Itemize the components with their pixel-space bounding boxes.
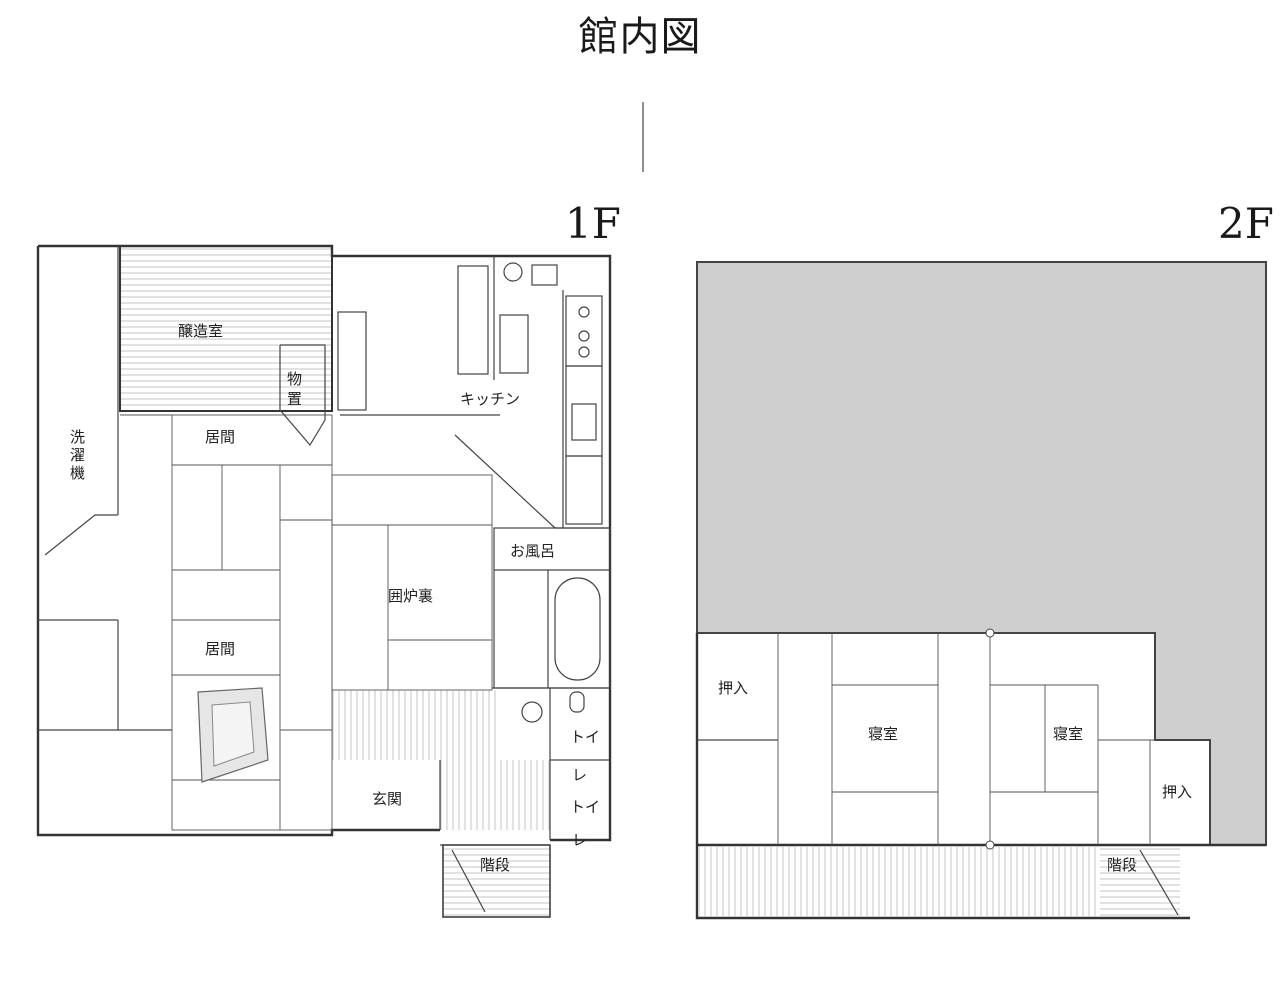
- room-stairs-2f: 階段: [1107, 856, 1137, 874]
- room-living-1: 居間: [205, 428, 235, 446]
- floor-1-plan: 1F: [36, 199, 621, 918]
- entrance-floor-lower: [440, 760, 550, 830]
- room-toilet-1b: レ: [572, 766, 587, 784]
- stairs-2f: [1100, 847, 1180, 916]
- room-bath: お風呂: [510, 542, 555, 560]
- room-toilet-2a: トイ: [570, 798, 600, 816]
- bathtub: [554, 577, 601, 681]
- room-bedroom-1: 寝室: [868, 725, 898, 743]
- floor-2-label: 2F: [1218, 199, 1274, 248]
- room-living-2: 居間: [205, 640, 235, 658]
- room-storage-1: 物: [287, 370, 302, 388]
- stairs-1f: [442, 844, 551, 918]
- entrance-floor: [332, 690, 497, 760]
- page-title: 館内図: [578, 14, 702, 60]
- brewery-room: [119, 245, 333, 412]
- room-stairs-1f: 階段: [480, 856, 510, 874]
- room-bedroom-2: 寝室: [1053, 725, 1083, 743]
- room-storage-2: 置: [287, 390, 302, 408]
- room-entrance: 玄関: [372, 790, 402, 808]
- room-irori: 囲炉裏: [388, 587, 433, 605]
- room-toilet-2b: レ: [572, 831, 587, 849]
- floor-2-plan: 2F 押入 寝室 寝室 押入 階段: [695, 199, 1274, 920]
- room-closet-1: 押入: [718, 679, 748, 697]
- room-closet-2: 押入: [1162, 783, 1192, 801]
- floor-1-label: 1F: [565, 199, 621, 248]
- room-washing-machine-2: 濯: [70, 446, 85, 464]
- room-washing-machine-1: 洗: [70, 428, 85, 446]
- room-toilet-1a: トイ: [570, 728, 600, 746]
- unused-area: [696, 261, 1267, 846]
- room-kitchen: キッチン: [460, 390, 520, 408]
- room-brewery: 醸造室: [178, 322, 223, 340]
- room-washing-machine-3: 機: [70, 464, 85, 482]
